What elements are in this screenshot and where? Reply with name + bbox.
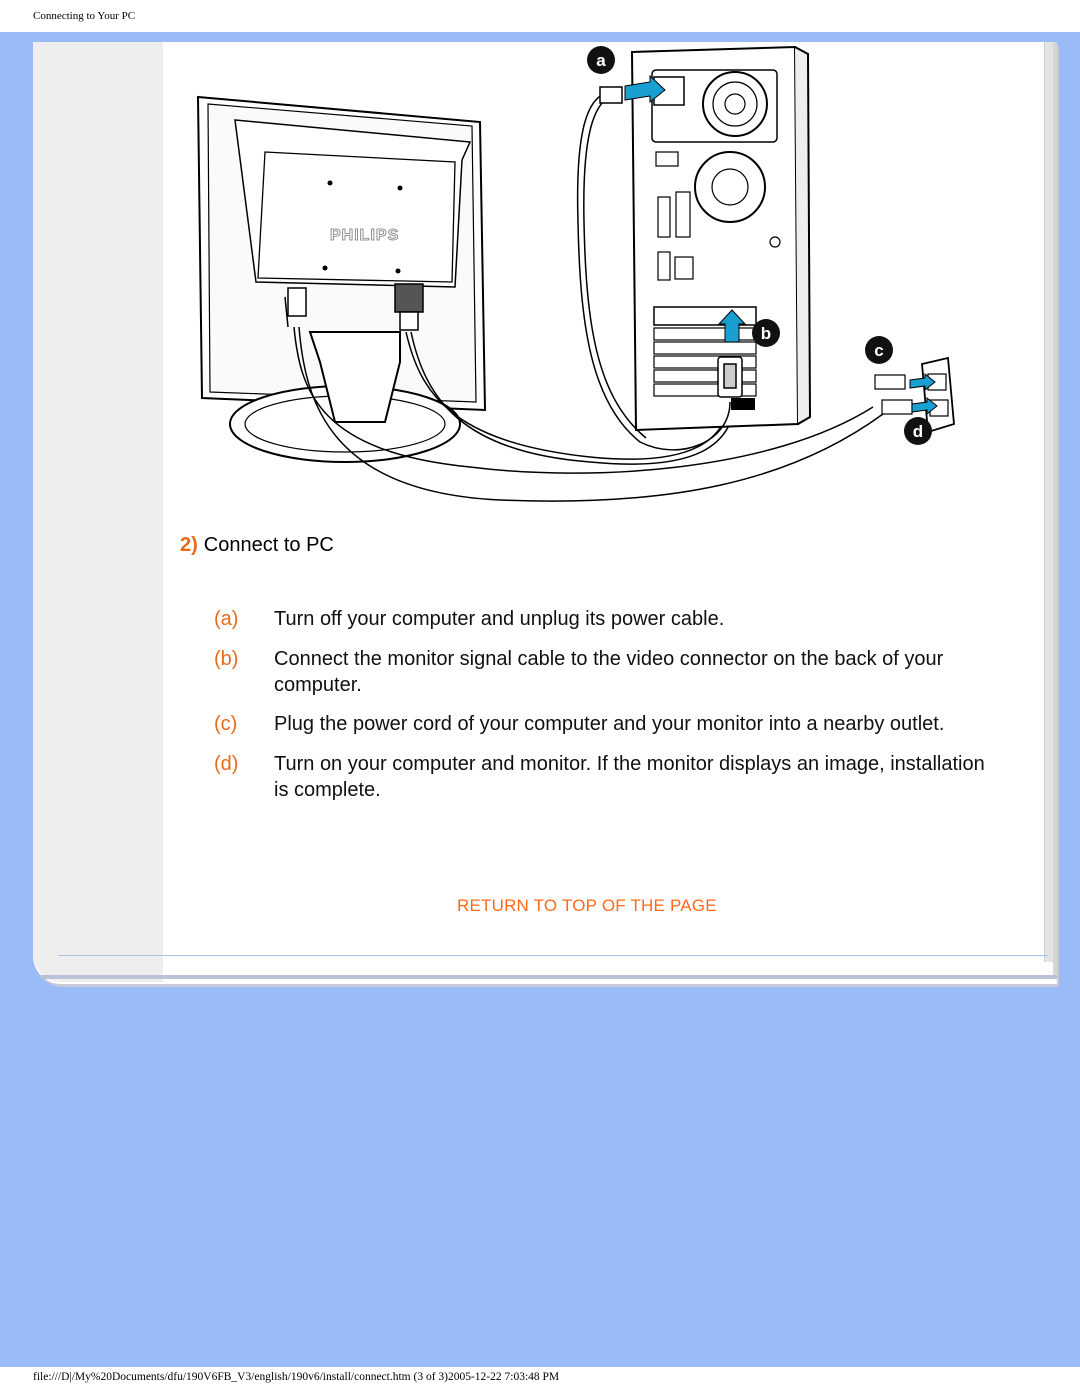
callout-c-icon: c	[865, 336, 893, 364]
monitor-screw-holes	[322, 180, 403, 274]
footer-file-path: file:///D|/My%20Documents/dfu/190V6FB_V3…	[33, 1371, 560, 1383]
svg-text:a: a	[596, 51, 606, 70]
step-text: Connect the monitor signal cable to the …	[274, 648, 944, 696]
step-item-b: (b) Connect the monitor signal cable to …	[214, 646, 1004, 698]
right-border-shadow	[1053, 42, 1057, 977]
page-header-title: Connecting to Your PC	[33, 10, 136, 22]
connection-diagram: PHILIPS	[196, 45, 955, 502]
step-marker: (c)	[214, 713, 238, 735]
section-title: Connect to PC	[203, 534, 334, 556]
monitor-illustration	[196, 95, 487, 463]
step-text: Plug the power cord of your computer and…	[274, 713, 945, 735]
pc-video-plug	[717, 356, 743, 398]
step-text: Turn on your computer and monitor. If th…	[274, 753, 985, 801]
bottom-divider	[58, 955, 1048, 956]
return-to-top-link[interactable]: RETURN TO TOP OF THE PAGE	[457, 896, 717, 915]
step-item-d: (d) Turn on your computer and monitor. I…	[214, 751, 1004, 803]
callout-a-icon: a	[587, 46, 615, 74]
svg-text:d: d	[913, 422, 923, 441]
svg-text:c: c	[874, 341, 883, 360]
callout-b-icon: b	[752, 319, 780, 347]
step-item-a: (a) Turn off your computer and unplug it…	[214, 606, 1004, 632]
pc-power-cable	[576, 86, 731, 451]
step-marker: (d)	[214, 753, 239, 775]
step-item-c: (c) Plug the power cord of your computer…	[214, 711, 1004, 737]
brand-logo: PHILIPS	[330, 227, 399, 244]
monitor-cables	[287, 283, 884, 502]
section-heading: 2)Connect to PC	[180, 534, 334, 557]
left-column	[33, 42, 163, 982]
direction-arrows	[624, 74, 938, 416]
section-number: 2)	[180, 534, 198, 556]
step-text: Turn off your computer and unplug its po…	[274, 608, 725, 630]
step-marker: (a)	[214, 608, 239, 630]
frame-bottom-edge	[40, 975, 1057, 979]
callout-d-icon: d	[904, 417, 932, 445]
right-border	[1044, 42, 1053, 962]
svg-text:b: b	[761, 324, 771, 343]
step-marker: (b)	[214, 648, 239, 670]
